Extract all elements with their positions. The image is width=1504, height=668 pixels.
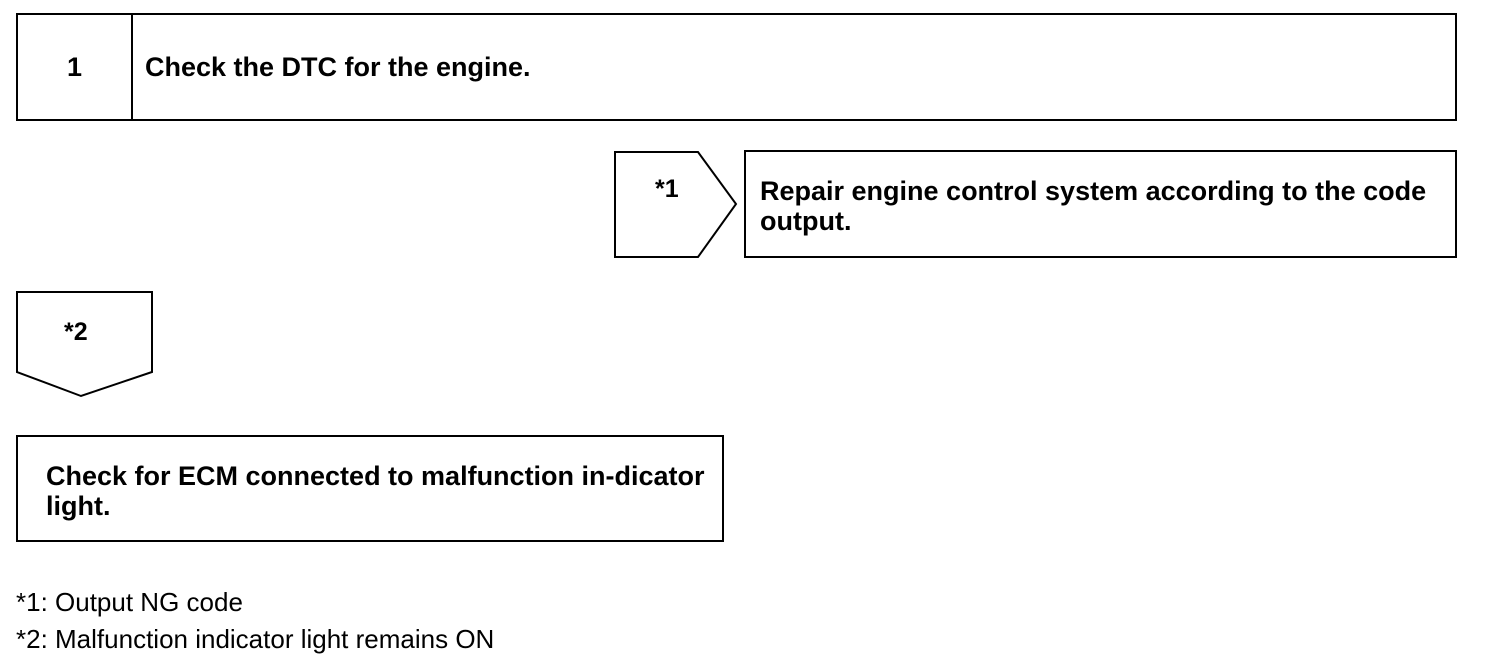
ok-marker-label: *2	[64, 318, 88, 346]
right-arrow-shape	[614, 151, 738, 258]
legend-note-1: *1: Output NG code	[16, 587, 243, 617]
step-1-box: 1 Check the DTC for the engine.	[16, 13, 1457, 121]
step-title: Check the DTC for the engine.	[145, 51, 531, 82]
repair-action-box: Repair engine control system according t…	[744, 150, 1457, 258]
ng-marker-label: *1	[655, 175, 679, 203]
next-check-box: Check for ECM connected to malfunction i…	[16, 435, 724, 542]
legend-note-2: *2: Malfunction indicator light remains …	[16, 624, 495, 654]
down-arrow-shape	[16, 291, 153, 398]
next-check-text: Check for ECM connected to malfunction i…	[46, 461, 705, 521]
step-number: 1	[18, 15, 133, 119]
repair-action-text: Repair engine control system according t…	[760, 176, 1427, 236]
